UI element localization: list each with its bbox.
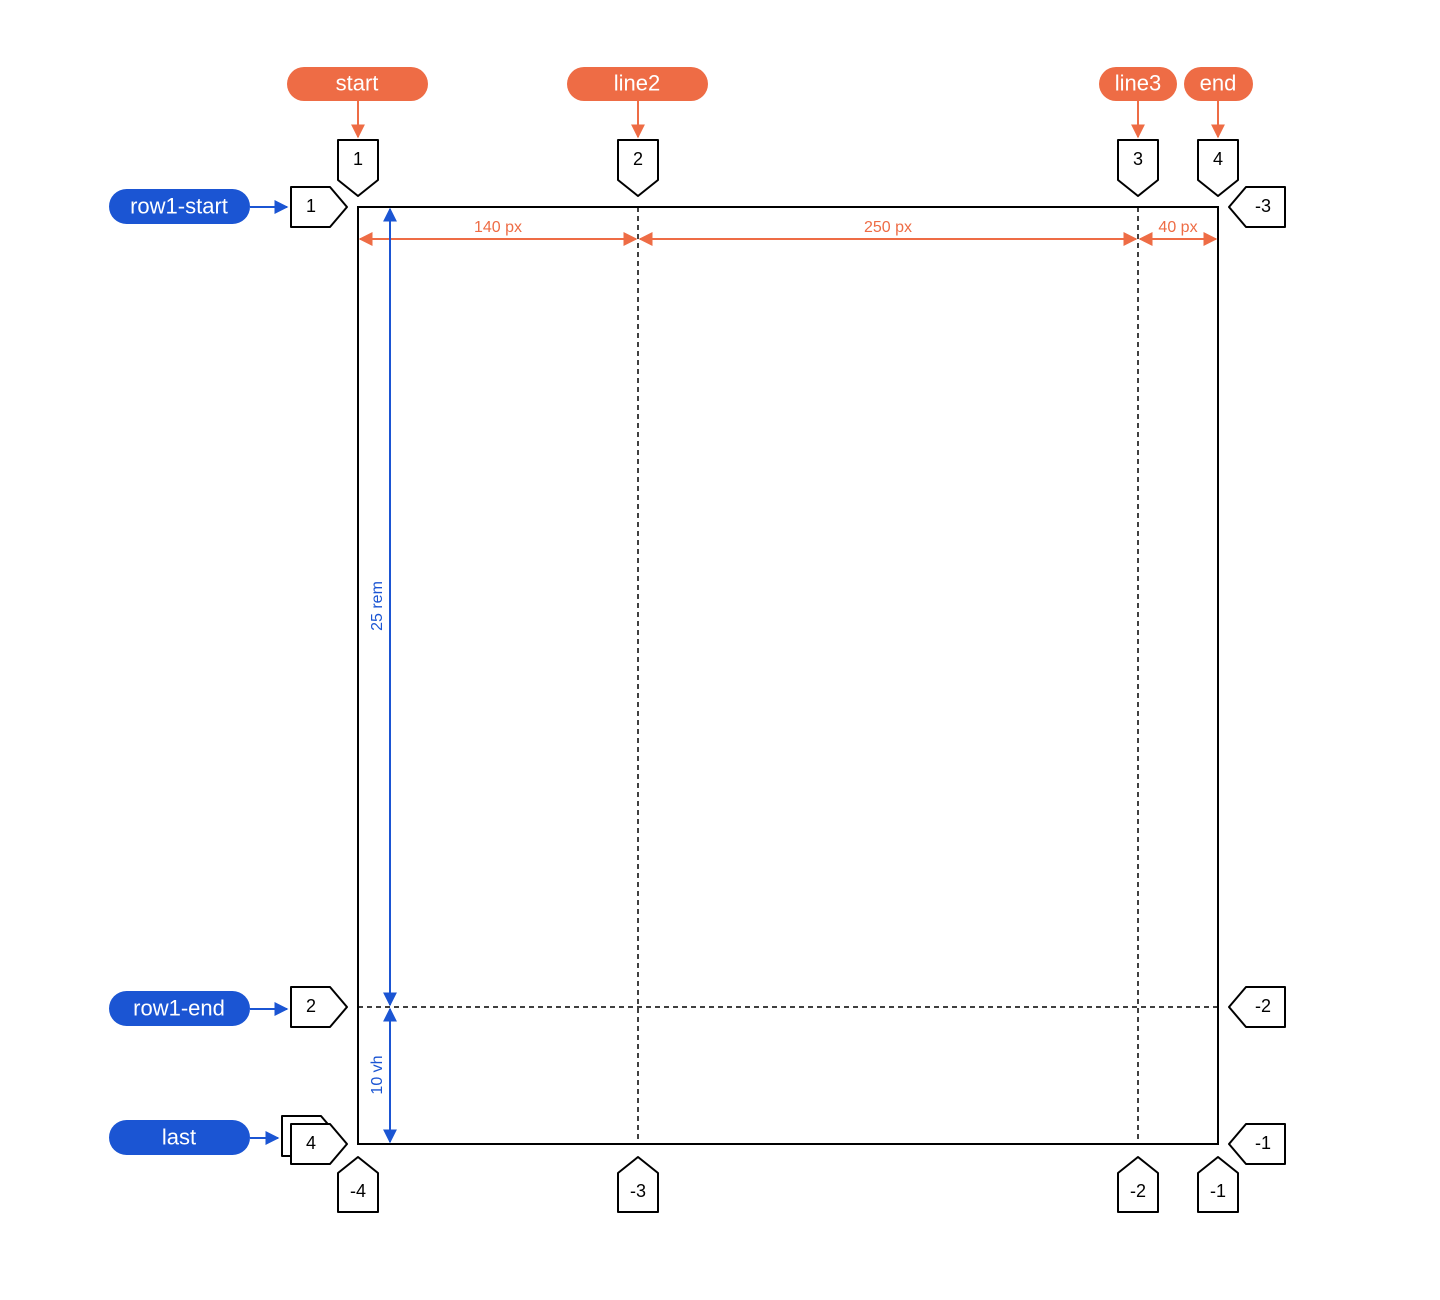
row-name-pill-last: last — [109, 1120, 250, 1155]
column-line-tag-top: 1 — [337, 139, 379, 197]
row-name-label: row1-start — [130, 194, 228, 219]
row-line-tag-left: 1 — [290, 186, 348, 228]
column-size-label: 250 px — [864, 219, 912, 236]
line-number: -3 — [1255, 196, 1271, 216]
column-name-label: line2 — [614, 71, 660, 96]
column-name-pill-start: start — [287, 67, 428, 101]
column-name-pill-line3: line3 — [1099, 67, 1177, 101]
line-number: 4 — [1213, 149, 1223, 169]
row-line-tag-right: -3 — [1228, 186, 1286, 228]
column-line-tag-bottom: -4 — [337, 1156, 379, 1213]
row-size-label: 10 vh — [369, 1055, 386, 1094]
row-name-pill-row1-end: row1-end — [109, 991, 250, 1026]
grid-container — [357, 206, 1219, 1145]
column-line-tag-top: 3 — [1117, 139, 1159, 197]
line-number: 1 — [353, 149, 363, 169]
row-name-label: row1-end — [133, 996, 225, 1021]
line-number: 2 — [633, 149, 643, 169]
row-line-tag-left-stacked: 4 — [281, 1115, 348, 1165]
line-number: -1 — [1210, 1181, 1226, 1201]
row-size-label: 25 rem — [369, 581, 386, 631]
row-name-label: last — [162, 1125, 196, 1150]
column-size-label: 40 px — [1158, 219, 1197, 236]
column-name-label: line3 — [1115, 71, 1161, 96]
line-number: 2 — [306, 996, 316, 1016]
line-number: -1 — [1255, 1133, 1271, 1153]
column-size-label: 140 px — [474, 219, 522, 236]
column-name-label: end — [1200, 71, 1237, 96]
line-number: 1 — [306, 196, 316, 216]
column-line-tag-bottom: -1 — [1197, 1156, 1239, 1213]
column-line-tag-top: 4 — [1197, 139, 1239, 197]
column-name-label: start — [336, 71, 379, 96]
line-number: -2 — [1255, 996, 1271, 1016]
column-line-tag-bottom: -3 — [617, 1156, 659, 1213]
row-name-pill-row1-start: row1-start — [109, 189, 250, 224]
column-line-tag-bottom: -2 — [1117, 1156, 1159, 1213]
column-name-pill-end: end — [1184, 67, 1253, 101]
row-line-tag-right: -1 — [1228, 1123, 1286, 1165]
line-number: -4 — [350, 1181, 366, 1201]
line-number: -2 — [1130, 1181, 1146, 1201]
line-number: 3 — [1133, 149, 1143, 169]
line-number: -3 — [630, 1181, 646, 1201]
column-name-pill-line2: line2 — [567, 67, 708, 101]
row-line-tag-right: -2 — [1228, 986, 1286, 1028]
row-line-tag-left: 2 — [290, 986, 348, 1028]
column-line-tag-top: 2 — [617, 139, 659, 197]
line-number: 4 — [306, 1133, 316, 1153]
